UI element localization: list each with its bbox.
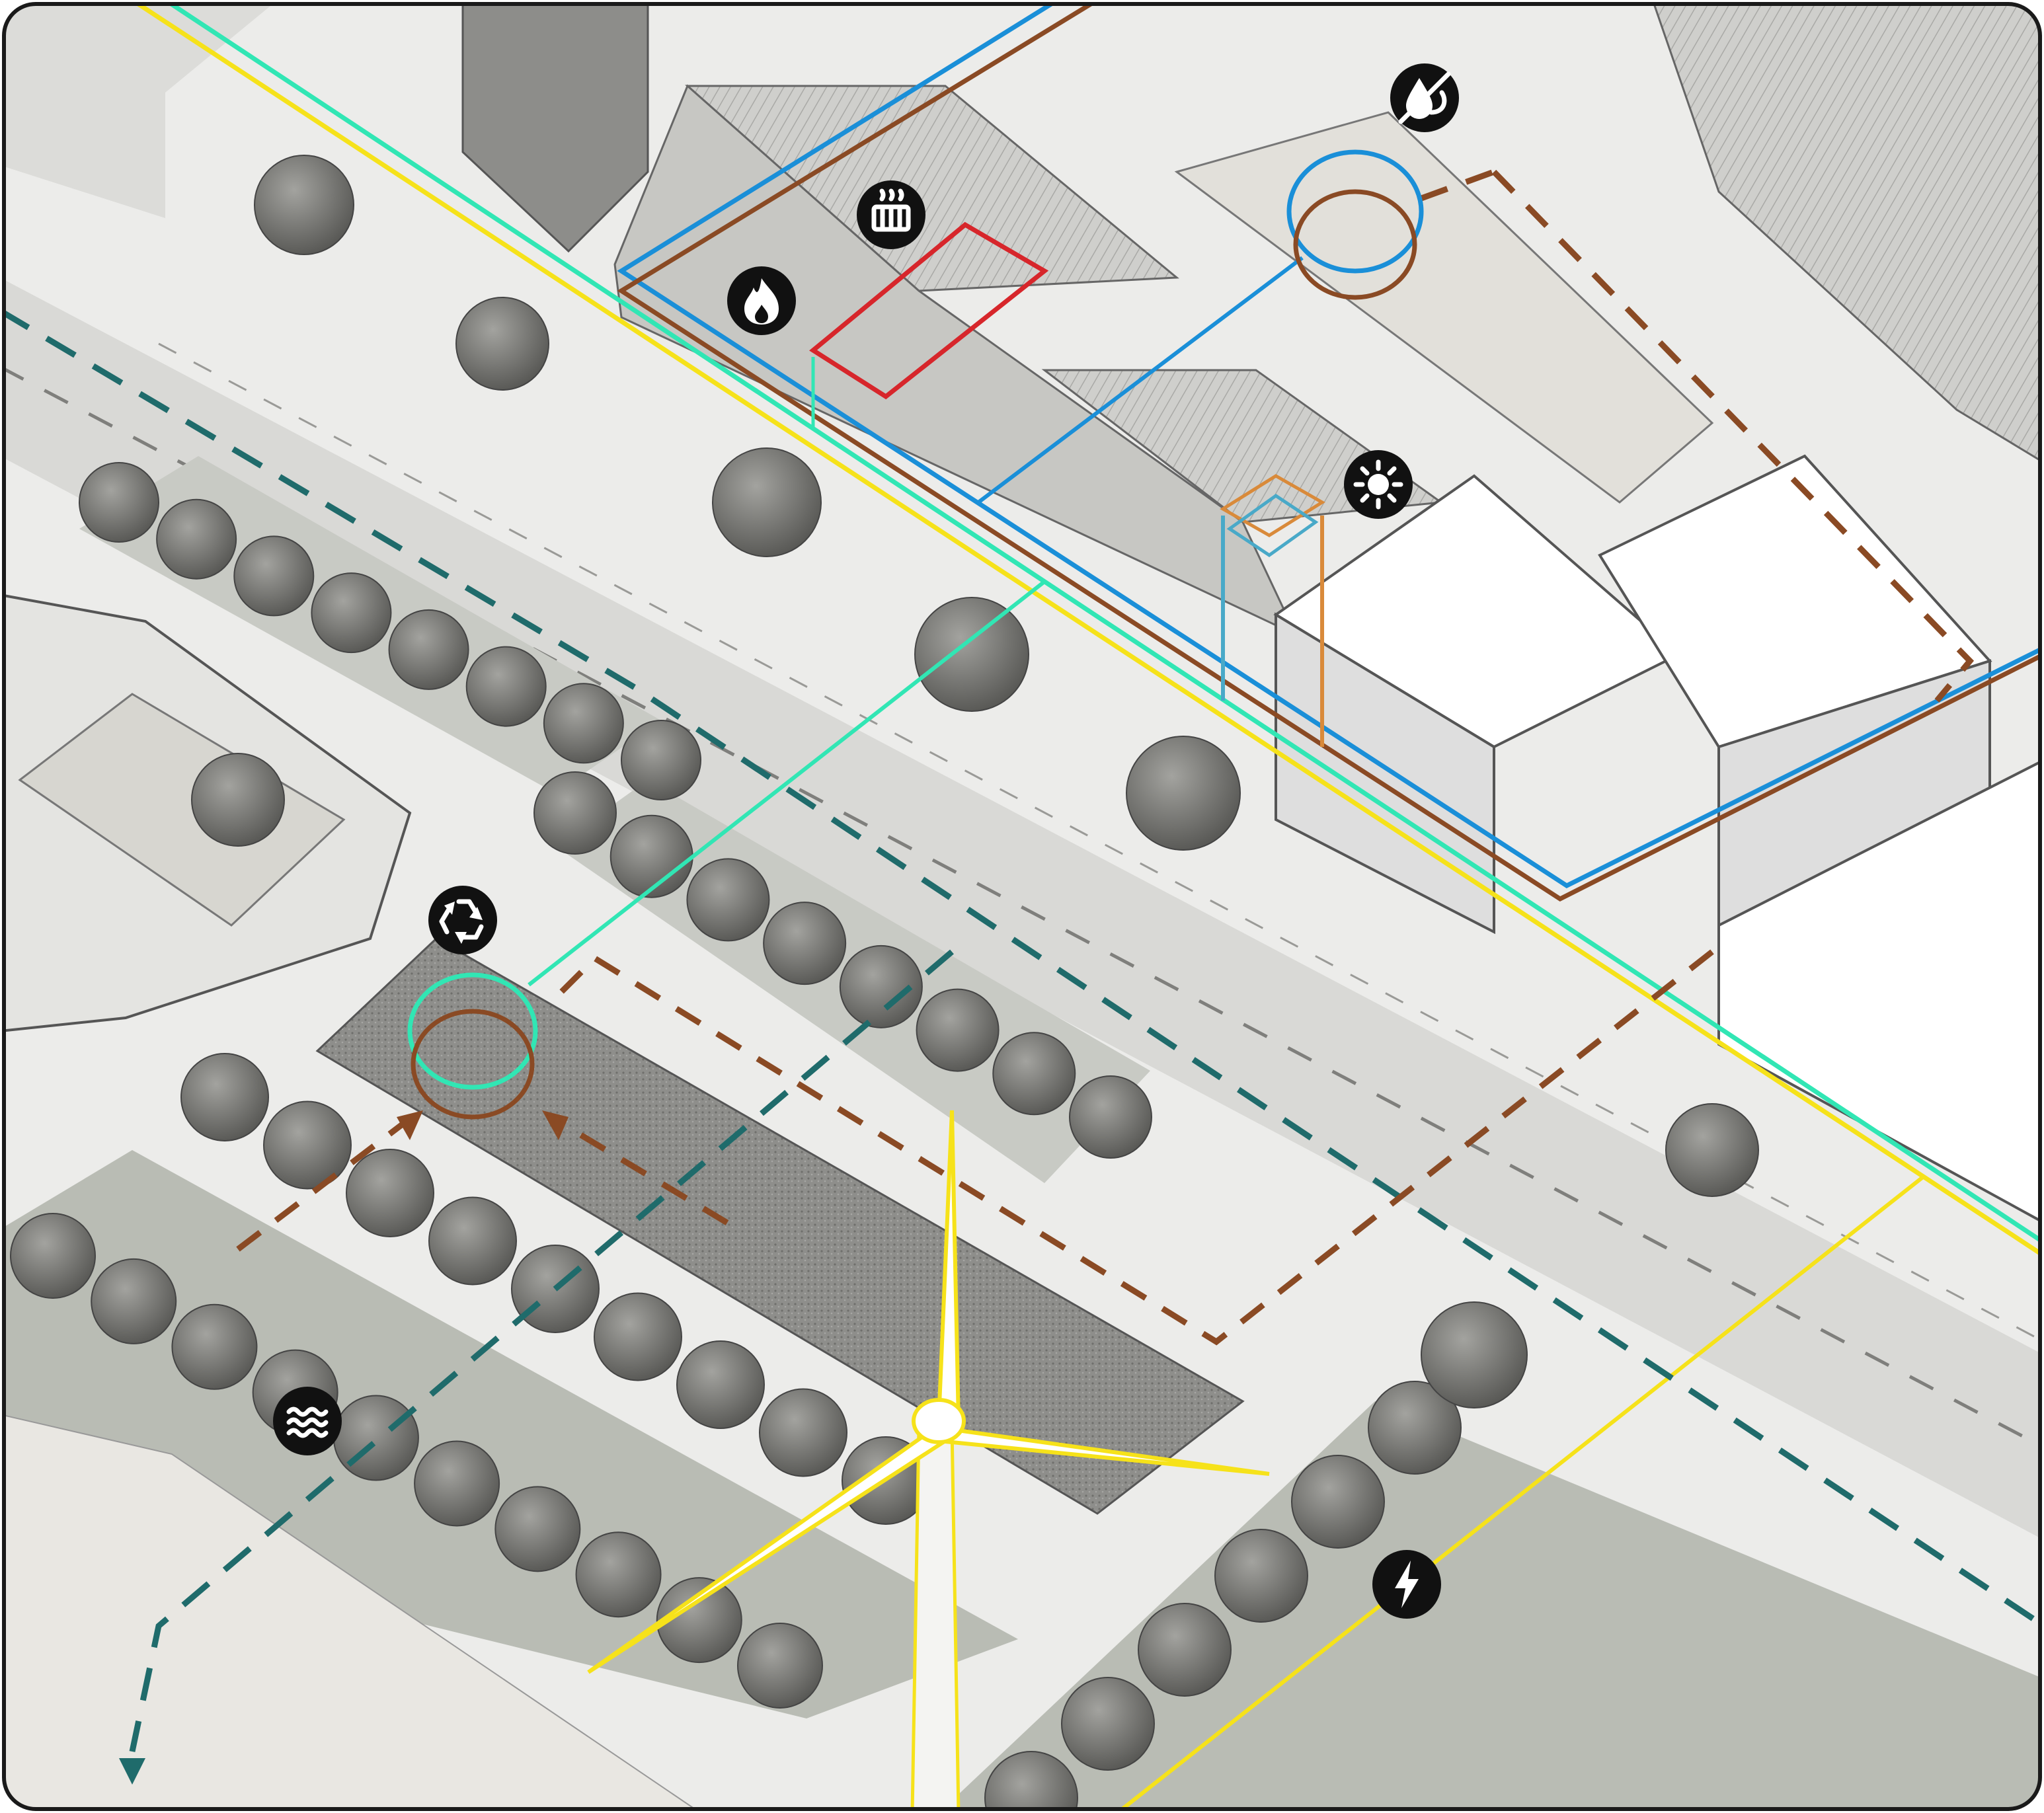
storm-water-branch [129,949,954,1752]
trees [10,155,1759,1809]
brick-building [461,4,649,253]
tree [254,155,354,255]
park-lawn-south [939,1401,2040,1809]
upper-road [4,4,278,218]
organic-flow-rooftop [1420,169,1495,202]
tree [191,753,285,847]
sun-icon [1344,450,1413,519]
water-heat-icon [1390,63,1459,132]
tree [346,1149,434,1237]
tree [180,1053,269,1141]
tree [656,1577,742,1664]
heat-line [617,4,2040,902]
organic-arrowhead-right [542,1110,569,1140]
tree [1069,1075,1152,1159]
tree [594,1292,682,1381]
tree [759,1388,847,1477]
tree [543,683,624,764]
tree [494,1486,581,1572]
tree [763,902,847,985]
tree [465,646,547,727]
lightning-icon [1372,1550,1441,1619]
tree [712,447,822,557]
storm-water-line [4,308,2040,1629]
tree [156,498,237,580]
tree [91,1258,177,1344]
tree [171,1303,258,1390]
gravel-plaza [315,937,1245,1515]
riverbank [4,1413,703,1809]
storage-tank-plaza [407,972,538,1120]
storm-water-arrowhead [119,1758,145,1785]
tree [79,462,159,543]
tree [233,535,315,617]
tree [914,597,1029,712]
waves-icon [273,1387,342,1455]
tree [10,1213,96,1299]
tree [1368,1381,1462,1475]
tree [1665,1103,1759,1197]
organic-flow-in-left [236,1121,405,1252]
electricity-line-feeder [1116,1175,1925,1809]
tree [388,609,469,690]
tree [1291,1455,1385,1549]
tree [609,814,693,898]
water-line [617,4,2040,889]
tree [333,1395,419,1481]
water-branch-rooftop [977,256,1304,504]
white-building-3 [1717,757,2040,1225]
organic-flow-loop [1491,169,1975,703]
tree [311,572,392,654]
tree [575,1531,662,1618]
fire-icon [727,266,796,335]
organic-flow-main [546,949,1714,1346]
tree [916,988,1000,1072]
solar-panel [1220,474,1325,747]
tree [1126,736,1241,851]
tree [686,858,770,942]
tree [992,1032,1076,1116]
tree [1214,1529,1308,1623]
tree [1138,1603,1232,1697]
tree [839,945,923,1028]
tree [1061,1677,1155,1771]
tree [984,1751,1078,1809]
wind-turbine [587,1110,1270,1809]
tree [533,771,617,855]
radiator-icon [857,180,925,249]
tree [737,1623,823,1709]
tree [263,1100,352,1190]
waste-line-plaza [528,580,1046,987]
boiler-room-outline [809,221,1049,400]
tree [414,1440,500,1527]
tree [676,1340,765,1429]
tree [1421,1301,1528,1408]
organic-arrowhead-left [397,1110,423,1140]
tree [428,1196,517,1286]
storage-tank-rooftop [1286,149,1424,300]
deck-roof-garden [18,693,346,927]
organic-flow-in-right [560,1121,729,1225]
road-centerline [4,365,2040,1449]
tree [455,297,549,391]
waste-line-top [164,4,2040,1245]
electricity-line-top [131,4,2040,1258]
far-houses-right [1651,4,2040,465]
recycle-icon [428,886,497,954]
tree [621,720,701,800]
icon-layer [273,63,1459,1619]
